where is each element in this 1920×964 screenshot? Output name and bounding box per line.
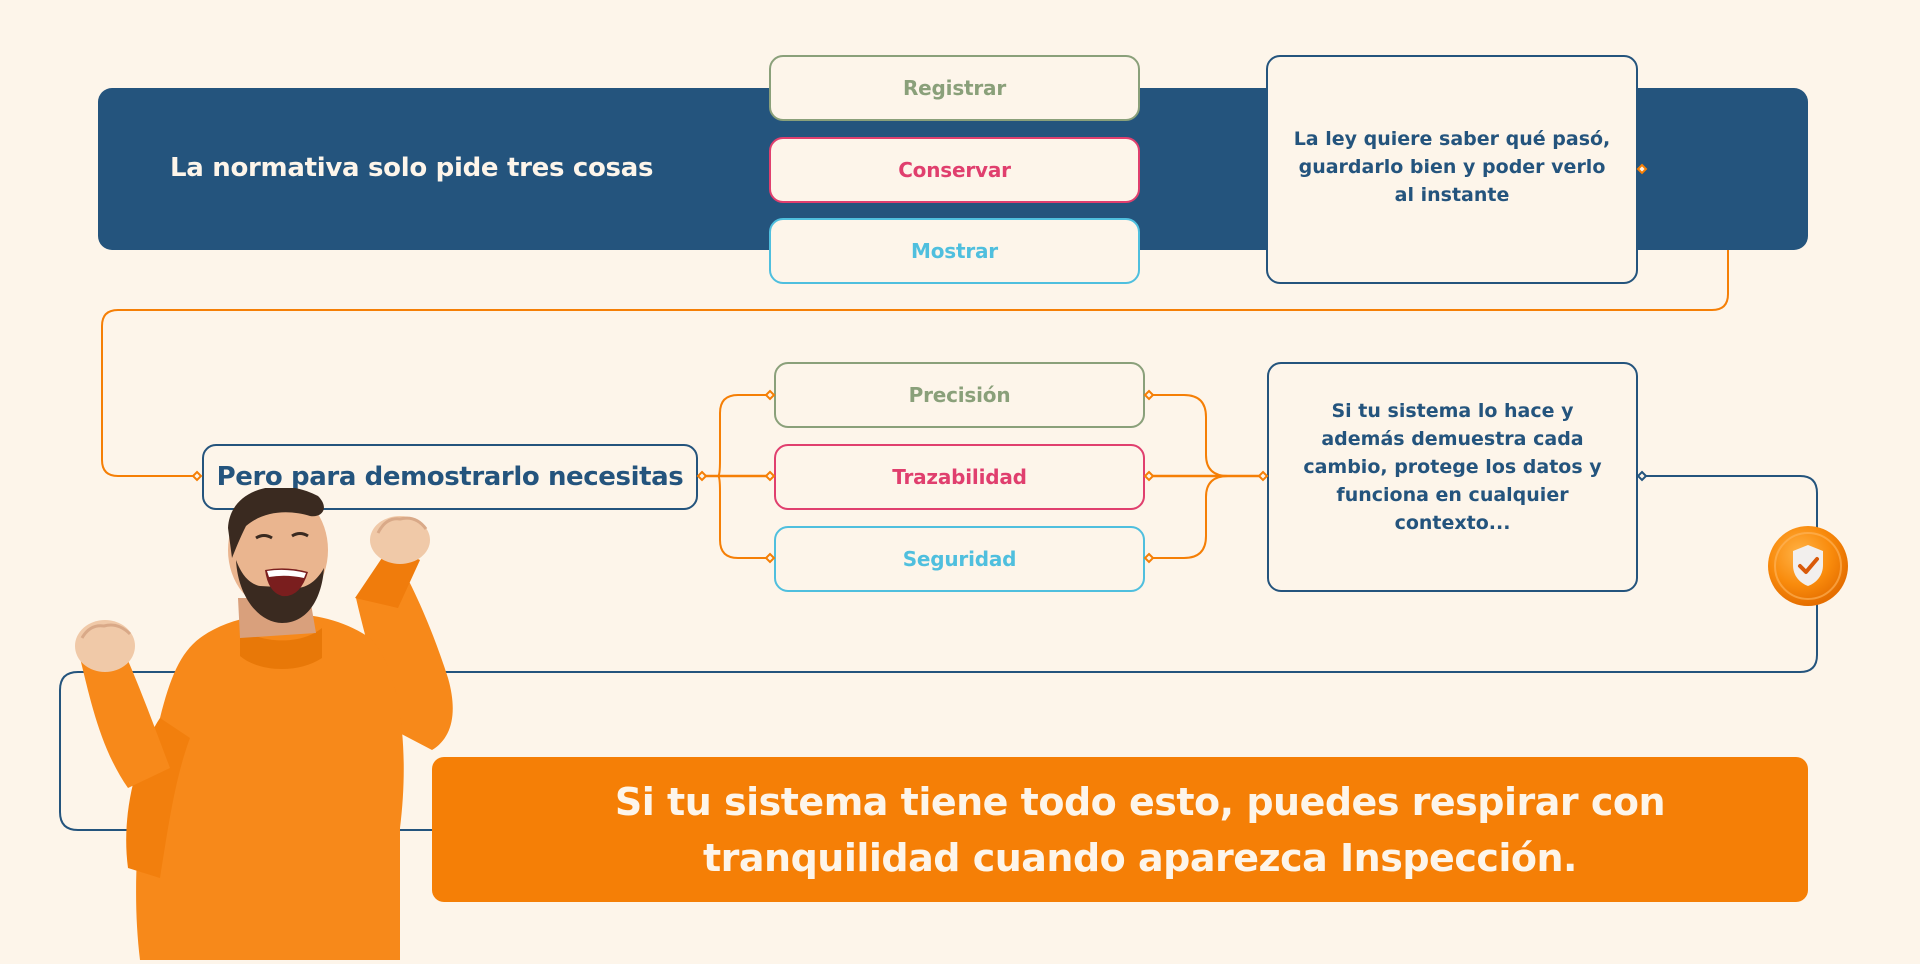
- need-label: Precisión: [908, 383, 1011, 407]
- shield-check-icon: [1767, 525, 1849, 607]
- needs-title: Pero para demostrarlo necesitas: [216, 462, 684, 492]
- requirement-mostrar: Mostrar: [769, 218, 1140, 284]
- conclusion-text: Si tu sistema tiene todo esto, puedes re…: [614, 780, 1666, 880]
- node-diamond: [1636, 470, 1648, 482]
- law-summary-text: La ley quiere saber qué pasó, guardarlo …: [1293, 127, 1611, 206]
- system-summary-box: Si tu sistema lo hace y además demuestra…: [1267, 362, 1638, 592]
- system-summary-text: Si tu sistema lo hace y además demuestra…: [1303, 400, 1602, 534]
- node-diamond: [764, 389, 776, 401]
- node-diamond: [1143, 389, 1155, 401]
- conclusion-banner: [432, 757, 1808, 902]
- node-diamond: [764, 470, 776, 482]
- node-diamond: [191, 470, 203, 482]
- need-security: Seguridad: [774, 526, 1145, 592]
- requirement-label: Mostrar: [911, 239, 998, 263]
- need-label: Trazabilidad: [892, 465, 1027, 489]
- need-traceability: Trazabilidad: [774, 444, 1145, 510]
- node-diamond: [1143, 552, 1155, 564]
- requirement-registrar: Registrar: [769, 55, 1140, 121]
- banner-title: La normativa solo pide tres cosas: [170, 153, 654, 183]
- needs-title-box: Pero para demostrarlo necesitas: [202, 444, 698, 510]
- law-summary-box: La ley quiere saber qué pasó, guardarlo …: [1266, 55, 1638, 284]
- node-diamond: [696, 470, 708, 482]
- node-diamond: [1257, 470, 1269, 482]
- requirement-conservar: Conservar: [769, 137, 1140, 203]
- need-precision: Precisión: [774, 362, 1145, 428]
- node-diamond: [1143, 470, 1155, 482]
- node-diamond: [1636, 163, 1648, 175]
- requirement-label: Conservar: [898, 158, 1011, 182]
- requirement-label: Registrar: [902, 76, 1007, 100]
- node-diamond: [764, 552, 776, 564]
- celebrating-person-illustration: [60, 486, 580, 960]
- need-label: Seguridad: [902, 547, 1017, 571]
